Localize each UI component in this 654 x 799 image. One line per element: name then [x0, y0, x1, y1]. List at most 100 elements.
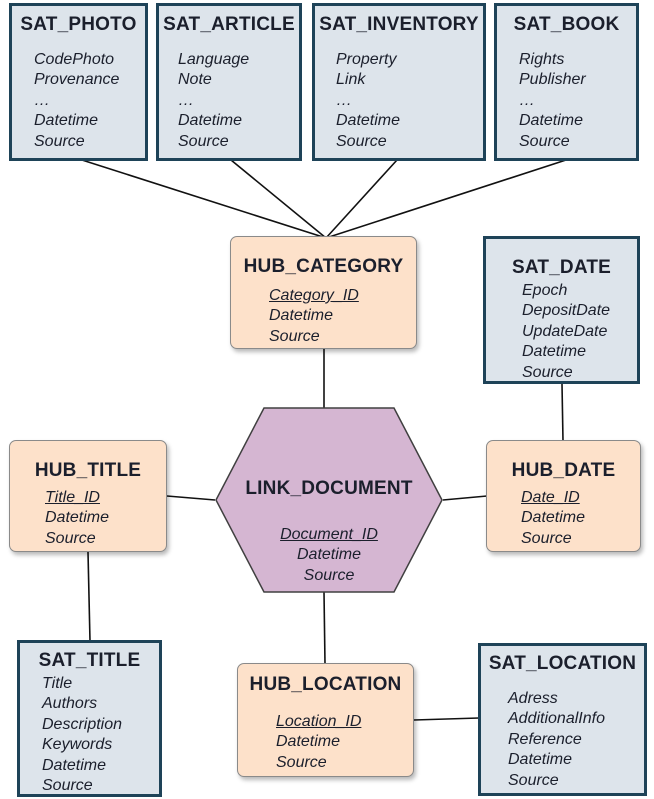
- attribute: …: [336, 91, 352, 109]
- connector-sat-date-hub-date: [561, 383, 564, 442]
- connector-link-hub-location: [323, 591, 326, 665]
- attribute: DepositDate: [522, 302, 611, 320]
- attribute-list: Date_ID Datetime Source: [521, 488, 585, 549]
- attribute: Provenance: [34, 71, 120, 89]
- attribute: Title: [42, 675, 73, 692]
- attribute: Description: [42, 715, 123, 733]
- attribute-list: CodePhoto Provenance … Datetime Source: [34, 50, 119, 152]
- attribute: Datetime: [178, 112, 243, 130]
- attribute: Datetime: [34, 112, 99, 130]
- sat-photo-box: SAT_PHOTO CodePhoto Provenance … Datetim…: [9, 3, 148, 161]
- attribute-list: Adress AdditionalInfo Reference Datetime…: [508, 689, 605, 791]
- attribute: Datetime: [269, 307, 334, 325]
- attribute: …: [519, 91, 535, 109]
- connector-hub-title-sat-title: [87, 551, 91, 642]
- attribute: Datetime: [296, 546, 362, 564]
- hub-category-box: HUB_CATEGORY Category_ID Datetime Source: [230, 236, 417, 349]
- attribute: Adress: [508, 690, 558, 707]
- attribute: Language: [178, 51, 250, 68]
- attribute-list: Location_ID Datetime Source: [276, 712, 361, 773]
- entity-title: SAT_PHOTO: [20, 14, 137, 35]
- attribute: Source: [519, 132, 570, 150]
- hub-date-box: HUB_DATE Date_ID Datetime Source: [486, 440, 641, 552]
- attribute: Source: [34, 132, 85, 150]
- attribute-list: Document_ID Datetime Source: [214, 525, 444, 586]
- attribute: Rights: [519, 51, 565, 68]
- sat-inventory-box: SAT_INVENTORY Property Link … Datetime S…: [312, 3, 486, 161]
- attribute: Source: [45, 529, 96, 547]
- attribute: Reference: [508, 730, 582, 748]
- attribute-list: Rights Publisher … Datetime Source: [519, 50, 586, 152]
- attribute-list: Title_ID Datetime Source: [45, 488, 109, 549]
- attribute: Source: [508, 771, 559, 789]
- hub-location-box: HUB_LOCATION Location_ID Datetime Source: [237, 663, 414, 777]
- attribute: Source: [521, 529, 572, 547]
- key-attribute: Document_ID: [280, 526, 378, 543]
- entity-title: SAT_DATE: [511, 257, 612, 278]
- key-attribute: Date_ID: [521, 489, 580, 506]
- attribute: Datetime: [42, 756, 107, 774]
- attribute-list: Language Note … Datetime Source: [178, 50, 249, 152]
- connector-hub-title-link: [166, 495, 216, 501]
- attribute: Note: [178, 71, 212, 89]
- attribute: Epoch: [522, 282, 568, 299]
- entity-title: HUB_TITLE: [34, 460, 142, 481]
- entity-title: SAT_INVENTORY: [319, 14, 479, 35]
- attribute: Source: [276, 753, 327, 771]
- entity-title: HUB_DATE: [511, 460, 616, 481]
- attribute-list: Property Link … Datetime Source: [336, 50, 400, 152]
- attribute: Authors: [42, 695, 98, 713]
- attribute: CodePhoto: [34, 51, 115, 68]
- attribute: Datetime: [519, 112, 584, 130]
- sat-location-box: SAT_LOCATION Adress AdditionalInfo Refer…: [478, 643, 647, 796]
- attribute: Datetime: [45, 509, 110, 527]
- key-attribute: Title_ID: [45, 489, 100, 506]
- connector-hub-location-sat-location: [413, 717, 480, 721]
- entity-title: LINK_DOCUMENT: [245, 478, 413, 499]
- sat-date-box: SAT_DATE Epoch DepositDate UpdateDate Da…: [483, 236, 640, 384]
- attribute: …: [178, 91, 194, 109]
- attribute: Publisher: [519, 71, 586, 89]
- attribute: Datetime: [508, 751, 573, 769]
- attribute: Keywords: [42, 736, 113, 754]
- attribute: AdditionalInfo: [508, 710, 605, 728]
- entity-title: SAT_BOOK: [513, 14, 620, 35]
- attribute: Source: [303, 566, 355, 584]
- link-document-hexagon: [215, 407, 443, 593]
- attribute: Datetime: [521, 509, 586, 527]
- attribute: Datetime: [276, 733, 341, 751]
- attribute: Source: [178, 132, 229, 150]
- attribute: Property: [336, 51, 397, 68]
- attribute: Source: [522, 363, 573, 381]
- link-document-box: LINK_DOCUMENT Document_ID Datetime Sourc…: [214, 406, 444, 594]
- entity-title: HUB_LOCATION: [249, 674, 402, 695]
- key-attribute: Location_ID: [276, 713, 362, 730]
- entity-title: SAT_ARTICLE: [163, 14, 295, 35]
- attribute: Source: [42, 777, 93, 795]
- attribute: Source: [336, 132, 387, 150]
- attribute: Datetime: [522, 343, 587, 361]
- hub-title-box: HUB_TITLE Title_ID Datetime Source: [9, 440, 167, 552]
- connector-link-hub-date: [442, 495, 488, 501]
- attribute-list: Epoch DepositDate UpdateDate Datetime So…: [522, 281, 610, 383]
- attribute: UpdateDate: [522, 322, 608, 340]
- connector-sat-photo-hub-category: [81, 159, 327, 239]
- sat-article-box: SAT_ARTICLE Language Note … Datetime Sou…: [156, 3, 302, 161]
- connector-sat-book-hub-category: [325, 159, 567, 239]
- connector-sat-article-hub-category: [230, 159, 327, 239]
- sat-title-box: SAT_TITLE Title Authors Description Keyw…: [17, 640, 162, 797]
- attribute-list: Category_ID Datetime Source: [269, 286, 359, 347]
- attribute: Link: [336, 71, 366, 89]
- attribute: Datetime: [336, 112, 401, 130]
- sat-book-box: SAT_BOOK Rights Publisher … Datetime Sou…: [494, 3, 639, 161]
- attribute: Source: [269, 327, 320, 345]
- connector-sat-inventory-hub-category: [325, 159, 398, 239]
- entity-title: SAT_LOCATION: [488, 653, 637, 674]
- key-attribute: Category_ID: [269, 287, 359, 304]
- attribute: …: [34, 91, 50, 109]
- entity-title: HUB_CATEGORY: [243, 256, 404, 277]
- attribute-list: Title Authors Description Keywords Datet…: [42, 674, 122, 796]
- entity-title: SAT_TITLE: [38, 650, 141, 671]
